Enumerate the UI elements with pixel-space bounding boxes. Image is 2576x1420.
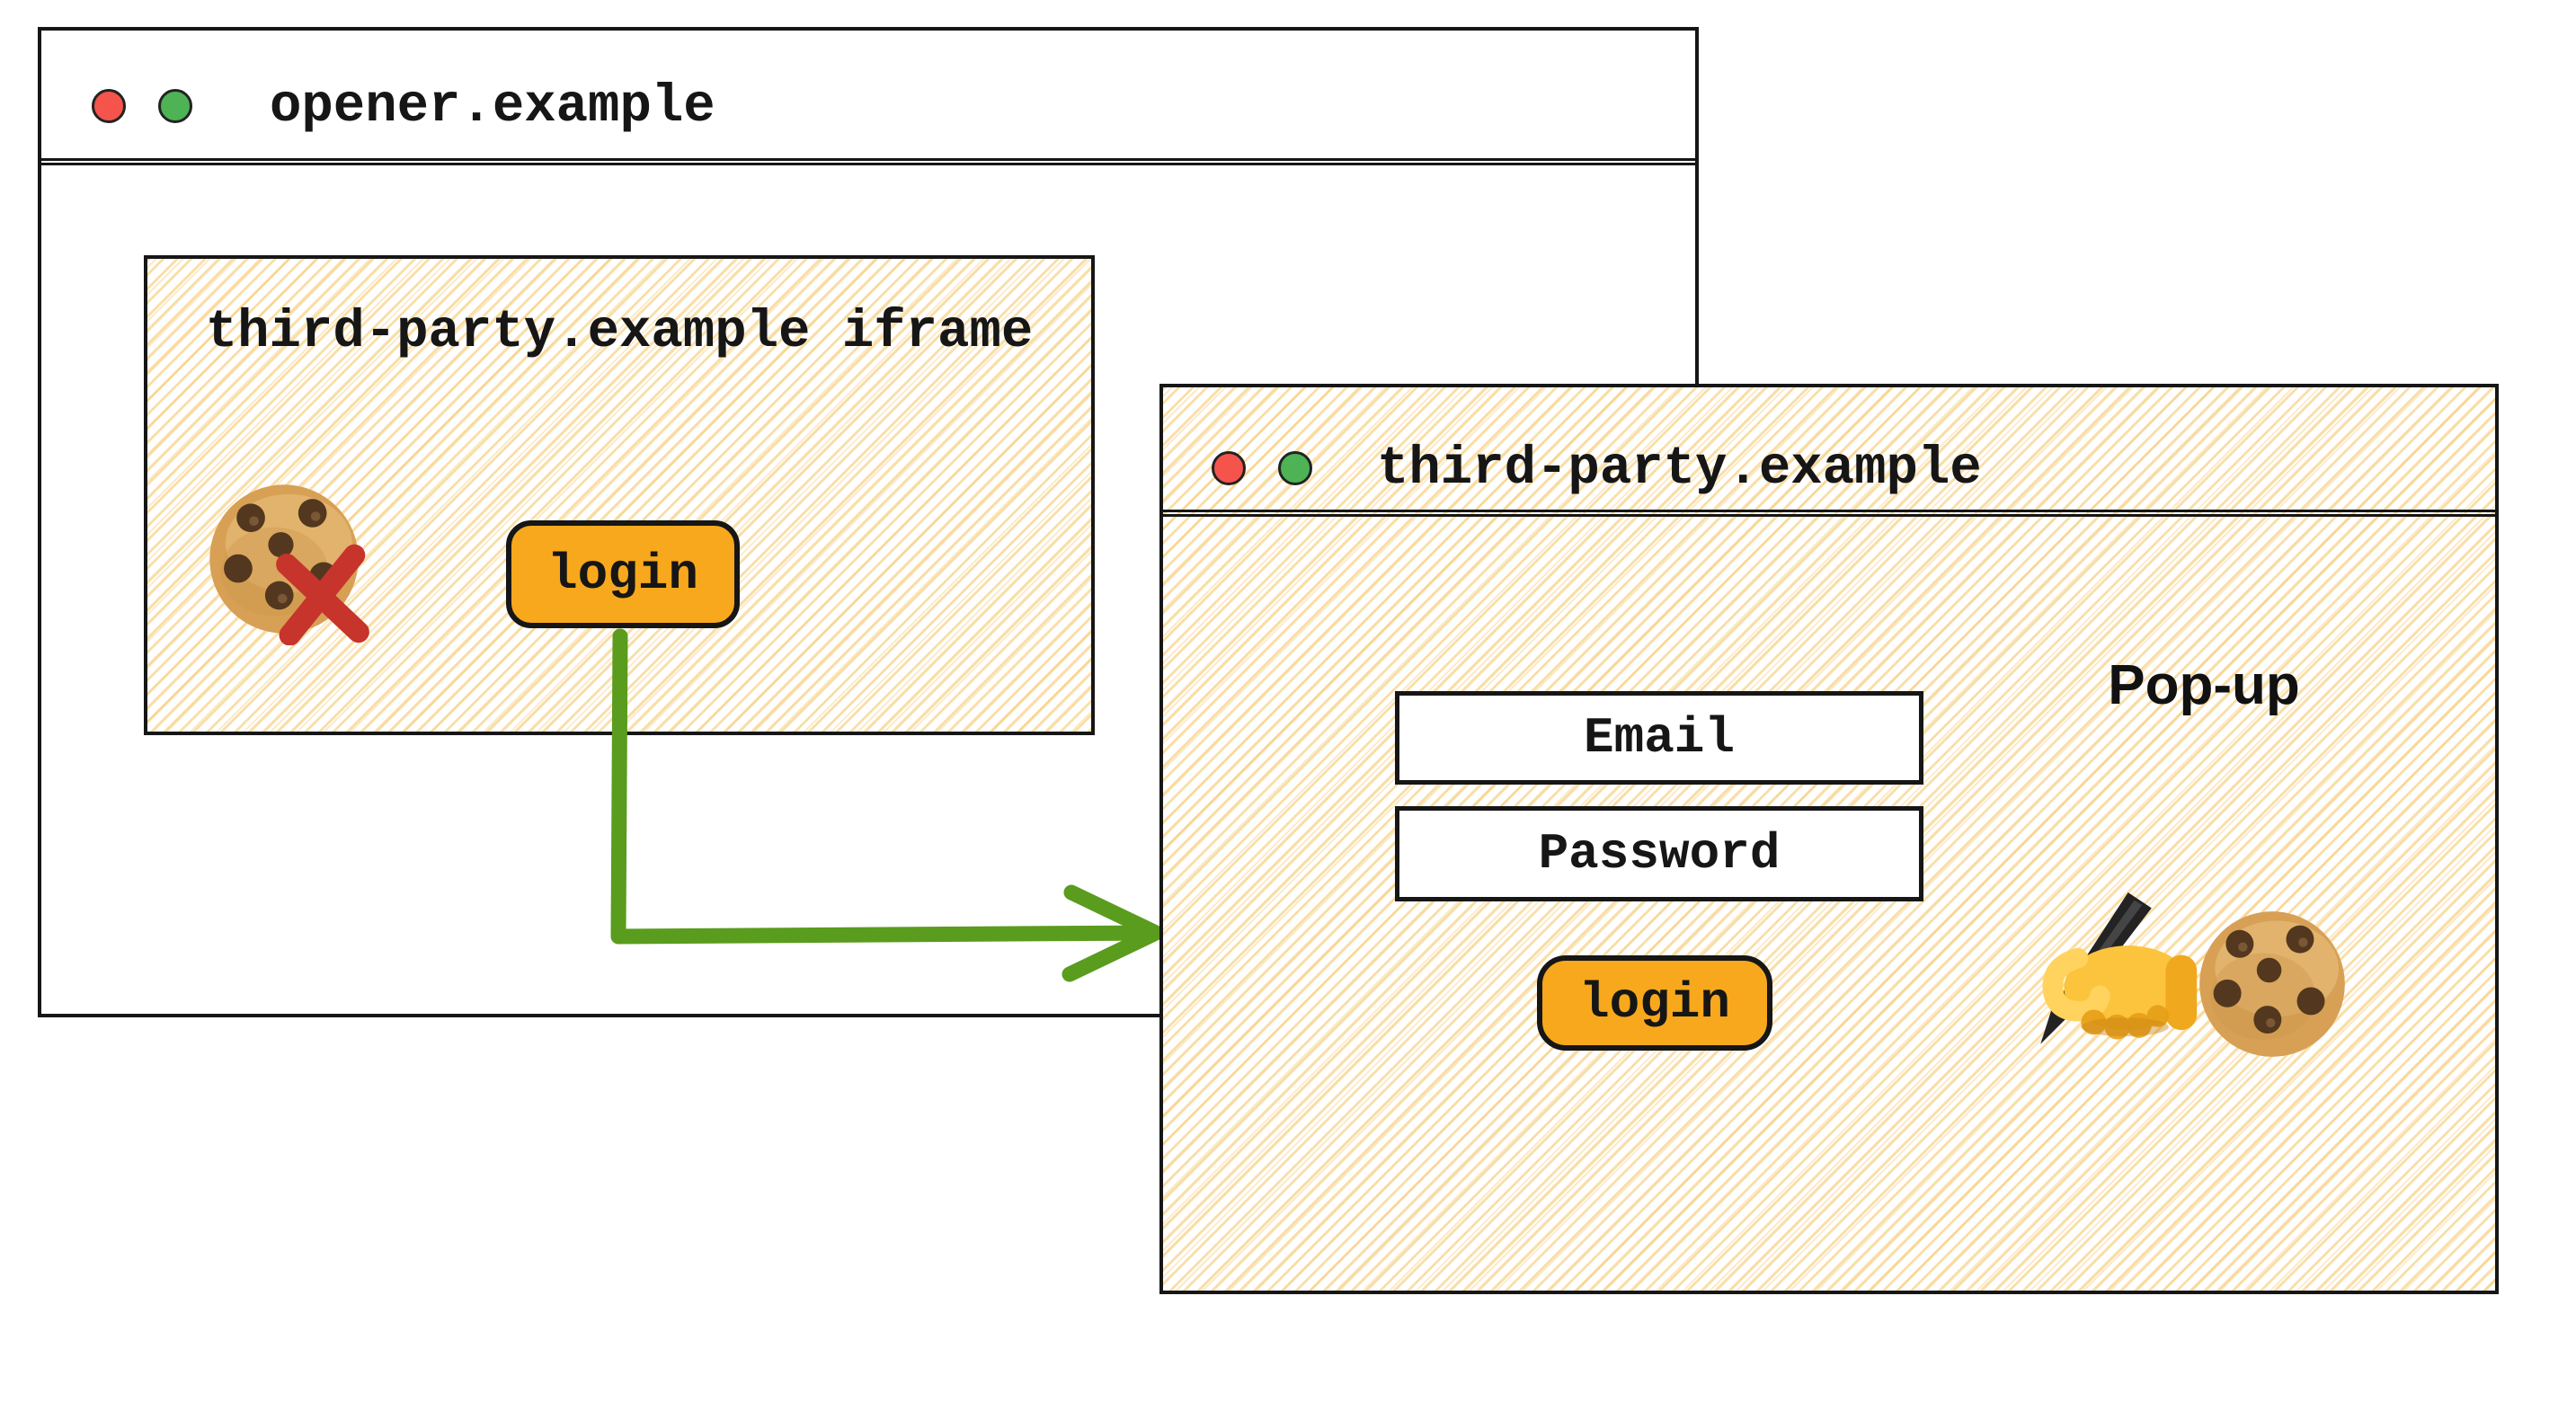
blocked-x-icon: [276, 544, 369, 645]
popup-window: third-party.example Email Password login…: [1159, 384, 2499, 1294]
iframe-login-button[interactable]: login: [506, 520, 740, 628]
popup-titlebar: third-party.example: [1163, 387, 2495, 517]
diagram-canvas: opener.example third-party.example ifram…: [38, 27, 2499, 1294]
cookie-icon: [2199, 911, 2345, 1057]
popup-content: Email Password login Pop-up: [1163, 517, 2495, 1420]
close-icon[interactable]: [92, 89, 126, 123]
password-input[interactable]: Password: [1395, 806, 1923, 901]
maximize-icon[interactable]: [1278, 451, 1312, 485]
opener-titlebar: opener.example: [41, 31, 1695, 165]
writing-hand-icon: [2040, 892, 2198, 1044]
opens-popup-arrow: [610, 628, 1164, 982]
iframe-title: third-party.example iframe: [205, 302, 1034, 362]
maximize-icon[interactable]: [158, 89, 192, 123]
close-icon[interactable]: [1212, 451, 1246, 485]
opener-window-title: opener.example: [270, 75, 715, 137]
popup-login-button[interactable]: login: [1537, 955, 1772, 1051]
popup-window-title: third-party.example: [1377, 438, 1982, 499]
popup-label: Pop-up: [2108, 654, 2300, 716]
email-input[interactable]: Email: [1395, 691, 1923, 785]
